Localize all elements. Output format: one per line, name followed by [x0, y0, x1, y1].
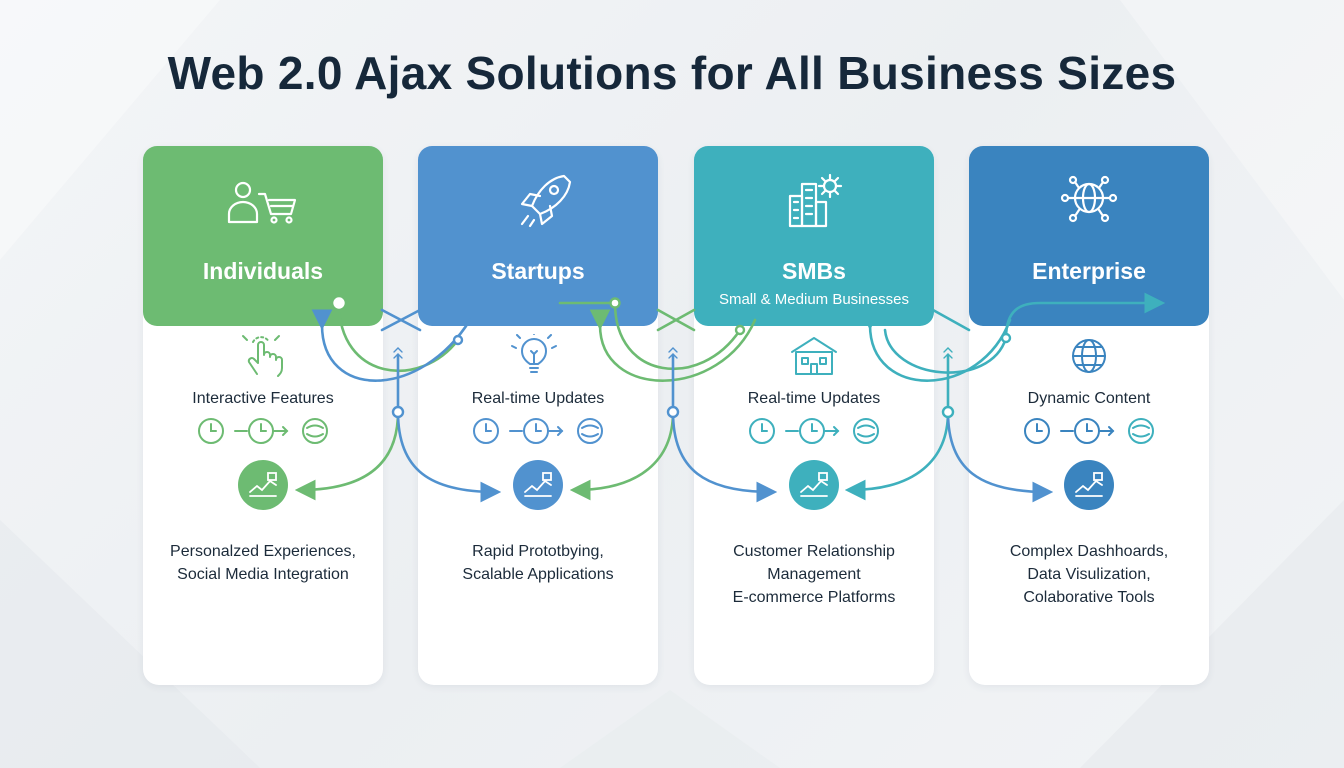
- update-cycle-icons: [143, 414, 383, 448]
- use-case-item: Social Media Integration: [177, 566, 349, 583]
- feature-label: Dynamic Content: [1027, 390, 1151, 407]
- use-cases: Customer Relationship Management E-comme…: [704, 540, 924, 609]
- chart-badge-icon: [789, 460, 839, 510]
- use-case-item: Scalable Applications: [462, 566, 614, 583]
- globe-icon: [969, 334, 1209, 378]
- update-cycle-icons: [694, 414, 934, 448]
- page-title: Web 2.0 Ajax Solutions for All Business …: [167, 47, 1177, 99]
- segment-card-smbs: SMBs Small & Medium Businesses Real-time…: [694, 146, 934, 685]
- use-case-item: Management: [767, 566, 861, 583]
- update-cycle-icons: [418, 414, 658, 448]
- segment-header-smbs: SMBs Small & Medium Businesses: [694, 146, 934, 326]
- feature-label: Real-time Updates: [747, 390, 881, 407]
- segment-subtitle: Small & Medium Businesses: [718, 291, 910, 308]
- globe-network-icon: [969, 170, 1209, 230]
- segment-title: Startups: [491, 258, 585, 284]
- building-icon: [694, 334, 934, 378]
- buildings-gear-icon: [694, 170, 934, 230]
- segment-title: Individuals: [202, 258, 324, 284]
- use-case-item: Colaborative Tools: [1023, 589, 1155, 606]
- lightbulb-icon: [418, 334, 658, 378]
- use-cases: Personalzed Experiences, Social Media In…: [153, 540, 373, 586]
- segment-card-enterprise: Enterprise Dynamic Content: [969, 146, 1209, 685]
- segment-header-individuals: Individuals: [143, 146, 383, 326]
- use-case-item: Personalzed Experiences,: [170, 543, 356, 560]
- rocket-icon: [418, 170, 658, 230]
- segment-header-startups: Startups: [418, 146, 658, 326]
- update-cycle-icons: [969, 414, 1209, 448]
- segment-card-startups: Startups Real-time Updates: [418, 146, 658, 685]
- use-case-item: Rapid Prototbying,: [472, 543, 604, 560]
- feature-label: Interactive Features: [192, 390, 334, 407]
- use-case-item: Data Visulization,: [1027, 566, 1151, 583]
- use-cases: Complex Dashhoards, Data Visulization, C…: [979, 540, 1199, 609]
- user-cart-icon: [143, 170, 383, 230]
- pointer-hand-icon: [143, 334, 383, 378]
- use-case-item: E-commerce Platforms: [732, 589, 896, 606]
- chart-badge-icon: [1064, 460, 1114, 510]
- segment-title: SMBs: [782, 258, 846, 284]
- use-case-item: Customer Relationship: [733, 543, 895, 560]
- segment-title: Enterprise: [1032, 258, 1146, 284]
- segment-header-enterprise: Enterprise: [969, 146, 1209, 326]
- feature-label: Real-time Updates: [471, 390, 605, 407]
- use-cases: Rapid Prototbying, Scalable Applications: [428, 540, 648, 586]
- chart-badge-icon: [513, 460, 563, 510]
- segment-card-individuals: Individuals Interactive Features: [143, 146, 383, 685]
- chart-badge-icon: [238, 460, 288, 510]
- use-case-item: Complex Dashhoards,: [1009, 543, 1169, 560]
